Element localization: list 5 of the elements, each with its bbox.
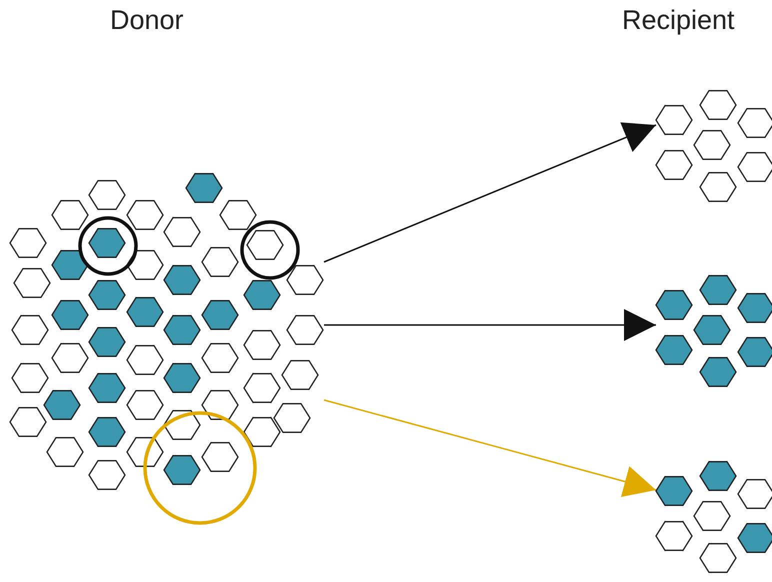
heading: Recipient: [622, 5, 735, 36]
arrow: [324, 309, 656, 341]
heading: Donor: [110, 5, 184, 36]
arrow: [324, 122, 656, 263]
arrow: [324, 399, 656, 498]
